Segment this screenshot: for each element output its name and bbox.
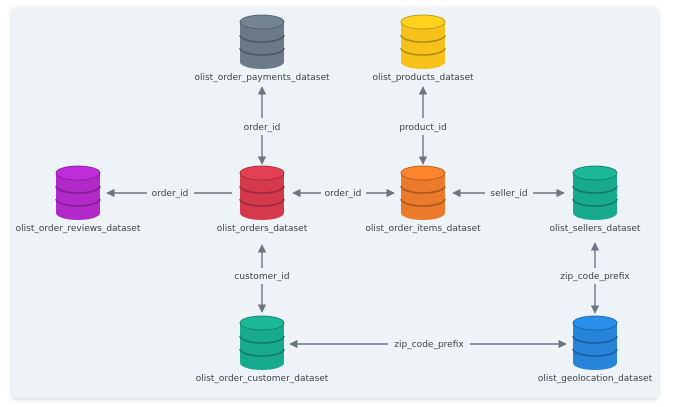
edge-label: order_id (325, 189, 362, 199)
node-label: olist_order_items_dataset (365, 224, 481, 234)
database-icon (239, 165, 285, 220)
edge-label: zip_code_prefix (394, 340, 464, 350)
database-icon (55, 165, 101, 220)
node-label: olist_order_customer_dataset (196, 374, 329, 384)
database-icon (400, 14, 446, 69)
edge-items-sellers: seller_id (452, 188, 565, 199)
node-label: olist_orders_dataset (217, 224, 308, 234)
node-customer[interactable]: olist_order_customer_dataset (196, 315, 329, 384)
node-label: olist_products_dataset (372, 73, 474, 83)
node-sellers[interactable]: olist_sellers_dataset (550, 165, 641, 234)
node-label: olist_sellers_dataset (550, 224, 641, 234)
node-items[interactable]: olist_order_items_dataset (365, 165, 481, 234)
edge-customer-geolocation: zip_code_prefix (289, 339, 567, 350)
database-icon (572, 165, 618, 220)
database-icon (400, 165, 446, 220)
database-icon (239, 315, 285, 370)
edge-orders-payments: order_id (244, 86, 281, 165)
edge-label: order_id (152, 189, 189, 199)
node-orders[interactable]: olist_orders_dataset (217, 165, 308, 234)
edge-label: product_id (399, 123, 446, 133)
nodes-layer: olist_order_payments_dataset olist_produ… (16, 14, 653, 384)
edge-label: zip_code_prefix (560, 272, 630, 282)
edge-label: seller_id (490, 189, 527, 199)
edge-orders-customer: customer_id (234, 244, 290, 313)
database-icon (572, 315, 618, 370)
edges-layer: order_id product_id order_id order_id se… (106, 86, 630, 350)
edge-orders-items: order_id (292, 188, 395, 199)
diagram-background (12, 8, 658, 398)
node-geolocation[interactable]: olist_geolocation_dataset (538, 315, 653, 384)
node-label: olist_order_reviews_dataset (16, 224, 141, 234)
edge-label: order_id (244, 123, 281, 133)
edge-sellers-geolocation: zip_code_prefix (560, 242, 630, 314)
node-label: olist_geolocation_dataset (538, 374, 653, 384)
node-products[interactable]: olist_products_dataset (372, 14, 474, 83)
edge-items-products: product_id (399, 86, 447, 165)
node-reviews[interactable]: olist_order_reviews_dataset (16, 165, 141, 234)
node-payments[interactable]: olist_order_payments_dataset (194, 14, 330, 83)
database-icon (239, 14, 285, 69)
node-label: olist_order_payments_dataset (194, 73, 330, 83)
edge-orders-reviews: order_id (106, 188, 232, 199)
edge-label: customer_id (234, 272, 289, 282)
